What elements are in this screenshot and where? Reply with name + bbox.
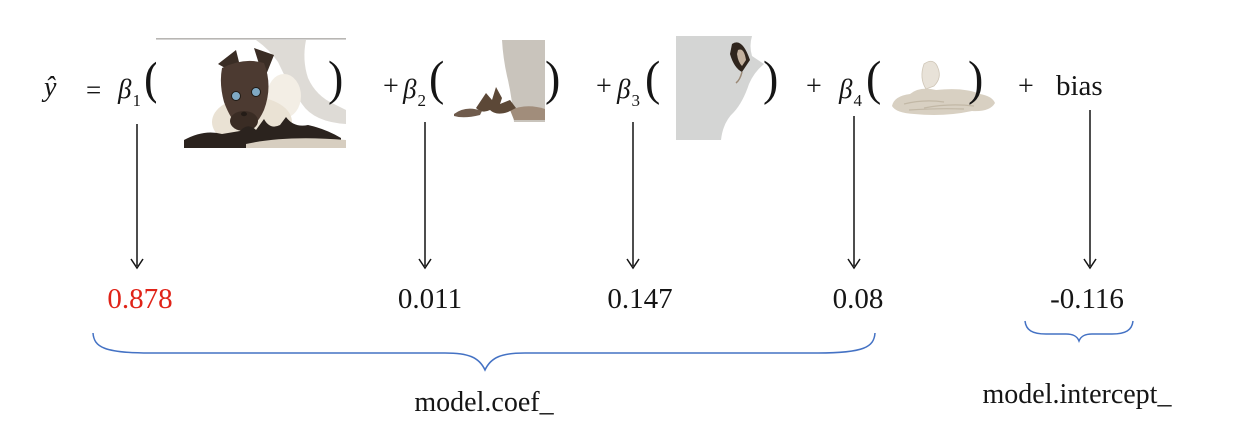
- open-paren-1: (: [144, 51, 160, 106]
- beta3-letter: β: [617, 74, 631, 104]
- beta1-subscript: 1: [132, 91, 141, 111]
- plus-sign-2: +: [596, 71, 612, 102]
- arrow-beta3-icon: [626, 122, 640, 270]
- plus-sign-4: +: [1018, 71, 1034, 102]
- y-hat-symbol: ŷ: [44, 72, 57, 103]
- open-paren-2: (: [429, 51, 445, 106]
- beta2-symbol: β2: [403, 74, 426, 111]
- close-paren-2: ): [545, 51, 561, 106]
- plus-sign-3: +: [806, 71, 822, 102]
- intercept-brace-icon: [1024, 320, 1134, 344]
- beta3-symbol: β3: [617, 74, 640, 111]
- beta4-symbol: β4: [839, 74, 862, 111]
- coef-brace-icon: [92, 332, 876, 372]
- close-paren-1: ): [328, 51, 344, 106]
- close-paren-4: ): [968, 51, 984, 106]
- equals-sign: =: [86, 75, 102, 105]
- arrow-beta4-icon: [847, 116, 861, 270]
- fluffy-paw-segment-image: [884, 56, 998, 120]
- beta2-letter: β: [403, 74, 417, 104]
- fur-wisp-segment-image: [452, 40, 545, 122]
- model-coef-label: model.coef_: [414, 387, 554, 418]
- arrow-beta1-icon: [130, 124, 144, 270]
- beta1-symbol: β1: [118, 74, 141, 111]
- beta2-subscript: 2: [417, 91, 426, 111]
- bias-label: bias: [1056, 70, 1103, 102]
- arrow-beta2-icon: [418, 122, 432, 270]
- coefficient-value-1: 0.878: [107, 283, 173, 315]
- open-paren-4: (: [866, 51, 882, 106]
- beta4-letter: β: [839, 74, 853, 104]
- close-paren-3: ): [763, 51, 779, 106]
- intercept-value: -0.116: [1050, 283, 1124, 315]
- cat-face-and-body-segment-image: [156, 34, 346, 148]
- beta4-subscript: 4: [853, 91, 862, 111]
- coefficient-value-3: 0.147: [607, 283, 673, 315]
- coefficient-value-2: 0.011: [397, 283, 463, 315]
- open-paren-3: (: [645, 51, 661, 106]
- beta1-letter: β: [118, 74, 132, 104]
- plus-sign-1: +: [383, 71, 399, 102]
- cat-ear-segment-image: [676, 36, 776, 140]
- arrow-bias-icon: [1083, 110, 1097, 270]
- coefficient-value-4: 0.08: [832, 283, 884, 315]
- beta3-subscript: 3: [631, 91, 640, 111]
- model-intercept-label: model.intercept_: [982, 379, 1172, 410]
